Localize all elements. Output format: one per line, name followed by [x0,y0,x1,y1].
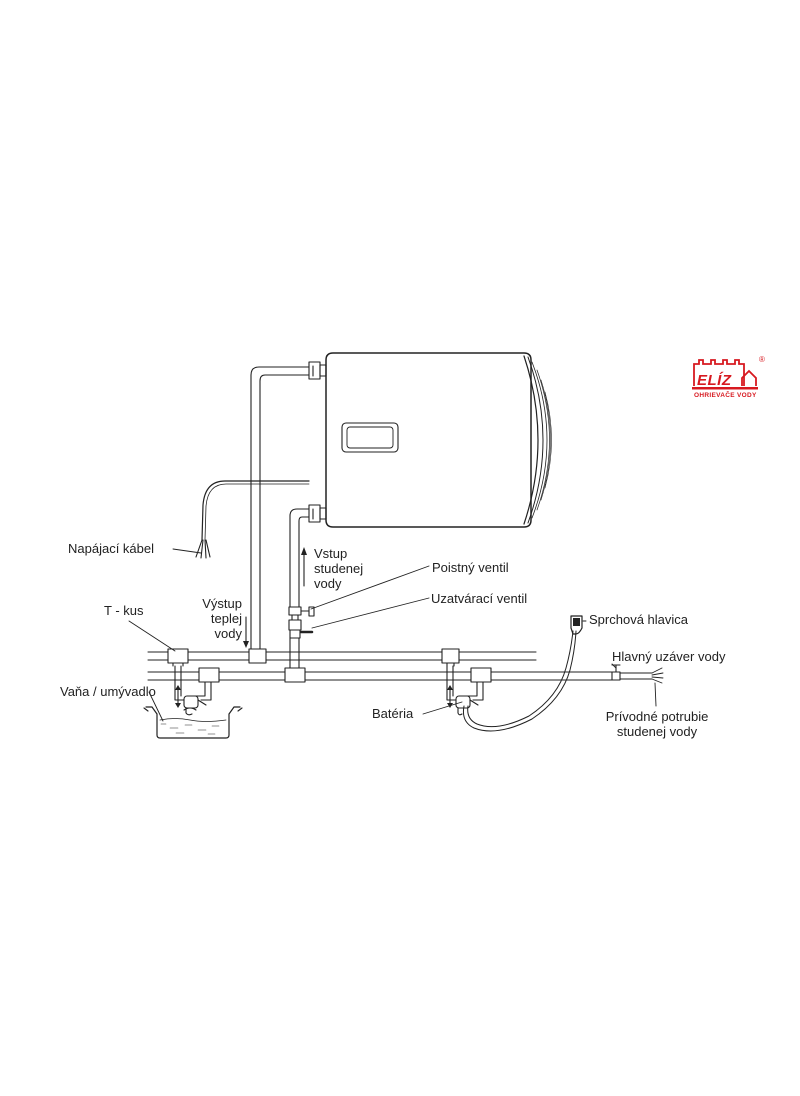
hot-outlet-line-3: vody [214,626,242,641]
label-shower-head: Sprchová hlavica [589,612,688,627]
logo-registered: ® [759,355,765,364]
eliz-logo: ELÍZ ® OHRIEVAČE VODY [692,355,768,408]
label-bath-basin: Vaňa / umývadlo [60,684,156,699]
label-power-cable: Napájací kábel [68,541,154,556]
supply-pipe-end [619,667,664,684]
basin-tap [174,665,212,716]
label-hot-water-outlet: Výstup teplej vody [190,596,242,641]
supply-pipe-line-1: Prívodné potrubie [605,709,709,724]
supply-pipe-line-2: studenej vody [616,724,698,739]
hot-water-outlet-pipe [250,361,327,653]
cold-inlet-line-1: Vstup [314,546,348,561]
hot-water-main-pipe [147,651,537,661]
label-supply-pipe: Prívodné potrubie studenej vody [598,709,716,739]
shower-head [570,615,583,635]
cold-inlet-line-2: studenej [314,561,364,576]
cold-inlet-line-3: vody [314,576,342,591]
logo-tagline: OHRIEVAČE VODY [694,392,757,399]
label-safety-valve: Poistný ventil [432,560,509,575]
shower-hose [463,630,577,732]
cold-water-inlet-pipe [288,504,327,673]
mixer-tap [446,665,484,716]
t-piece-fittings [167,648,492,683]
logo-brand: ELÍZ [697,372,732,389]
label-shutoff-valve: Uzatvárací ventil [431,591,528,606]
label-main-shutoff: Hlavný uzáver vody [612,649,726,664]
main-shutoff-valve [611,664,621,681]
castle-icon [692,359,758,390]
label-cold-water-inlet: Vstup studenej vody [314,546,363,591]
label-t-piece: T - kus [104,603,144,618]
power-cable [195,480,310,559]
water-heater-tank [325,352,552,528]
cold-water-main-pipe [147,671,613,681]
leader-lines [128,548,657,722]
label-mixer-tap: Batéria [372,706,414,721]
hot-outlet-line-2: teplej [210,611,242,626]
bath-basin [143,706,243,739]
hot-outlet-line-1: Výstup [202,596,242,611]
